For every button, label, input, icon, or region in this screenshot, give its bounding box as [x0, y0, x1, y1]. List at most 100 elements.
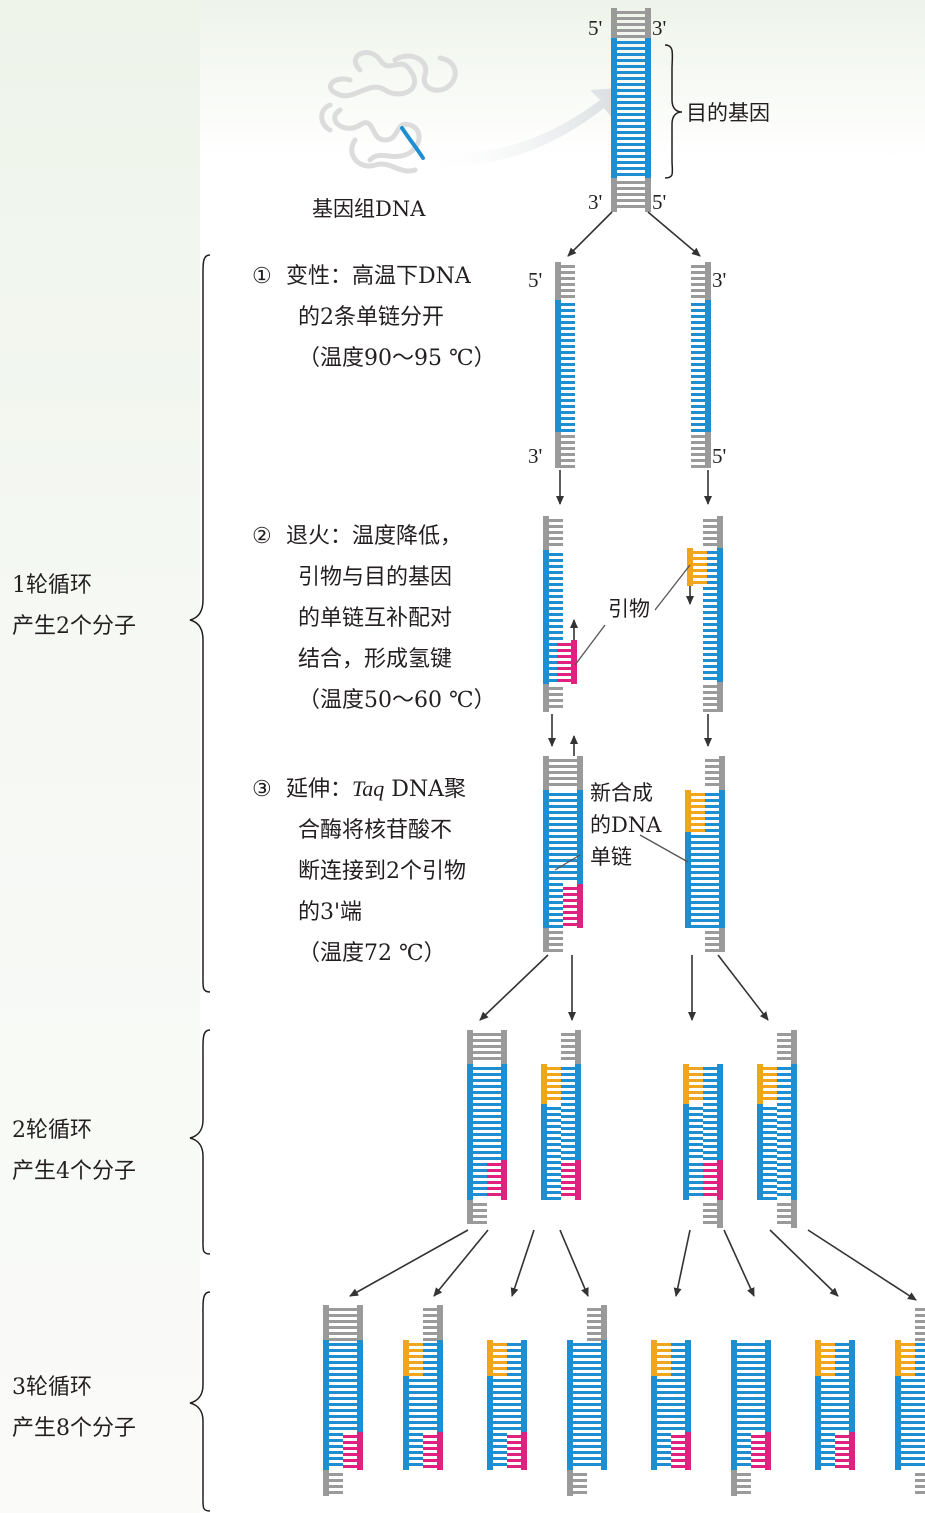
- base-rung: [587, 1308, 601, 1311]
- base-rung: [423, 1355, 437, 1358]
- cycle2-molecule: [757, 1030, 797, 1228]
- base-rung: [671, 1409, 685, 1412]
- base-rung: [691, 811, 705, 814]
- base-rung: [563, 765, 577, 768]
- base-rung: [493, 1409, 507, 1412]
- base-rung: [473, 1193, 487, 1196]
- base-rung: [777, 1169, 791, 1172]
- base-rung: [689, 1143, 703, 1146]
- base-rung: [777, 1221, 791, 1224]
- left-strand: [757, 1064, 777, 1200]
- base-rung: [737, 1457, 751, 1460]
- base-rung: [473, 1121, 487, 1124]
- base-rung: [751, 1397, 765, 1400]
- base-rung: [547, 1137, 561, 1140]
- base-rung: [763, 1185, 777, 1188]
- base-rung: [671, 1453, 685, 1456]
- base-rung: [737, 1409, 751, 1412]
- base-rung: [657, 1427, 671, 1430]
- base-rung: [737, 1379, 751, 1382]
- base-rung: [343, 1355, 357, 1358]
- base-rung: [691, 399, 705, 402]
- base-rung: [573, 1391, 587, 1394]
- base-rung: [563, 911, 577, 914]
- end-label: 3': [528, 444, 543, 468]
- base-rung: [777, 1057, 791, 1060]
- base-rung: [901, 1427, 915, 1430]
- strand-backbone: [611, 178, 617, 212]
- base-rung: [423, 1379, 437, 1382]
- base-rung: [737, 1403, 751, 1406]
- strand-backbone: [815, 1376, 821, 1470]
- base-rung: [691, 799, 705, 802]
- base-rung: [487, 1039, 501, 1042]
- base-rung: [703, 1203, 717, 1206]
- base-rung: [563, 835, 577, 838]
- strand-backbone: [717, 1200, 723, 1228]
- base-rung: [563, 877, 577, 880]
- strand-backbone: [323, 1470, 329, 1496]
- base-rung: [549, 619, 563, 622]
- strand-backbone: [521, 1340, 527, 1432]
- base-rung: [617, 77, 631, 80]
- base-rung: [737, 1349, 751, 1352]
- base-rung: [617, 119, 631, 122]
- base-rung: [563, 759, 577, 762]
- base-rung: [777, 1163, 791, 1166]
- base-rung: [561, 399, 575, 402]
- base-rung: [617, 131, 631, 134]
- base-rung: [423, 1435, 437, 1438]
- base-rung: [573, 1445, 587, 1448]
- base-rung: [487, 1051, 501, 1054]
- base-rung: [737, 1463, 751, 1466]
- end-label: 5': [652, 190, 667, 214]
- base-rung: [493, 1403, 507, 1406]
- base-rung: [487, 1121, 501, 1124]
- base-rung: [561, 1051, 575, 1054]
- base-rung: [557, 679, 571, 682]
- base-rung: [671, 1403, 685, 1406]
- left-margin-background: [0, 0, 200, 1513]
- base-rung: [777, 1151, 791, 1154]
- base-rung: [343, 1367, 357, 1370]
- base-rung: [561, 333, 575, 336]
- base-rung: [547, 1149, 561, 1152]
- base-rung: [691, 907, 705, 910]
- base-rung: [915, 1485, 925, 1488]
- base-rung: [693, 557, 707, 560]
- strand-backbone: [323, 1305, 329, 1340]
- strand-backbone: [437, 1432, 443, 1470]
- base-rung: [751, 1379, 765, 1382]
- base-rung: [409, 1415, 423, 1418]
- base-rung: [835, 1415, 849, 1418]
- base-rung: [507, 1447, 521, 1450]
- base-rung: [423, 1367, 437, 1370]
- base-rung: [487, 1127, 501, 1130]
- base-rung: [671, 1361, 685, 1364]
- base-rung: [487, 1045, 501, 1048]
- base-rung: [691, 793, 705, 796]
- base-rung: [549, 913, 563, 916]
- template-strand: [691, 262, 711, 468]
- base-rung: [547, 1185, 561, 1188]
- base-rung: [587, 1379, 601, 1382]
- strand-backbone: [357, 1305, 363, 1340]
- base-rung: [901, 1379, 915, 1382]
- base-rung: [343, 1391, 357, 1394]
- base-rung: [549, 829, 563, 832]
- strand-backbone: [683, 1160, 689, 1200]
- strand-backbone: [555, 432, 561, 468]
- base-rung: [563, 817, 577, 820]
- base-rung: [423, 1343, 437, 1346]
- base-rung: [703, 671, 717, 674]
- base-rung: [705, 811, 719, 814]
- base-rung: [329, 1397, 343, 1400]
- base-rung: [549, 841, 563, 844]
- base-rung: [409, 1403, 423, 1406]
- base-rung: [705, 765, 719, 768]
- base-rung: [561, 453, 575, 456]
- base-rung: [561, 309, 575, 312]
- base-rung: [737, 1473, 751, 1476]
- step-text-line: 引物与目的基因: [298, 565, 453, 590]
